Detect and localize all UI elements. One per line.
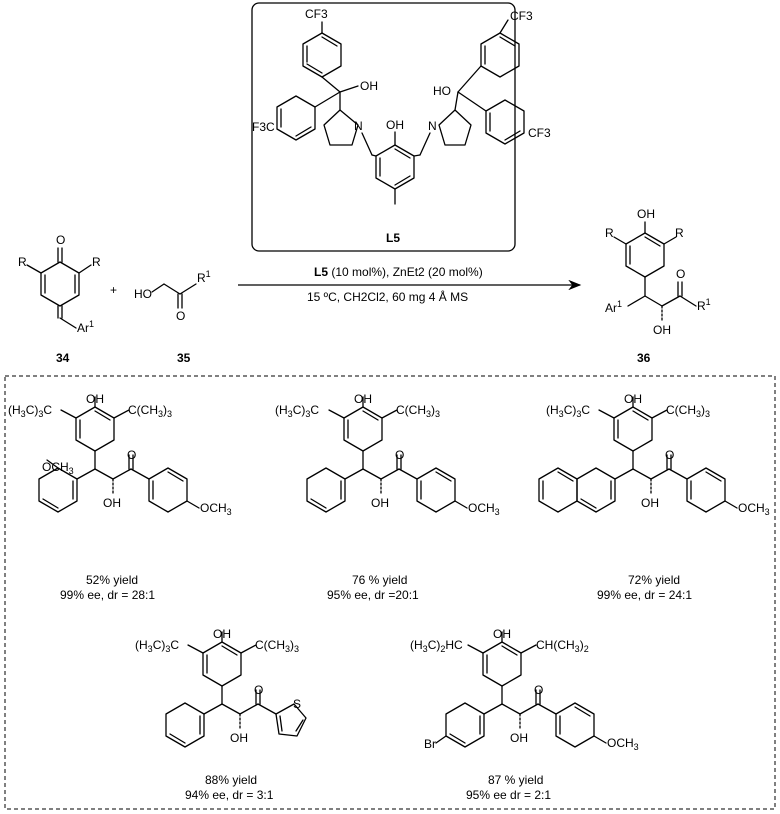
product-2-yield: 76 % yield	[352, 573, 407, 587]
compound-36: OH R R Ar1 OH O R1 36	[605, 207, 711, 365]
product-5-structure	[435, 631, 607, 748]
svg-text:OH: OH	[354, 392, 372, 406]
svg-text:Ar1: Ar1	[77, 319, 94, 335]
svg-text:CH(CH3)2: CH(CH3)2	[536, 638, 589, 654]
svg-text:OH: OH	[230, 731, 248, 745]
product-3-yield: 72% yield	[628, 573, 680, 587]
svg-text:OCH3: OCH3	[738, 501, 770, 517]
compound-34: O R R Ar1 34	[18, 233, 101, 365]
svg-text:Br: Br	[424, 737, 436, 751]
label-34: 34	[56, 351, 70, 365]
svg-text:(H3C)3C: (H3C)3C	[546, 403, 590, 419]
ligand-box: CF3 F3C OH N OH L5 N HO	[251, 2, 551, 252]
product-3-selectivity: 99% ee, dr = 24:1	[597, 588, 692, 602]
svg-text:C(CH3)3: C(CH3)3	[128, 403, 172, 419]
product-1-selectivity: 99% ee, dr = 28:1	[60, 588, 155, 602]
svg-text:OH: OH	[371, 496, 389, 510]
svg-text:(H3C)3C: (H3C)3C	[275, 403, 319, 419]
svg-text:R1: R1	[197, 269, 211, 285]
svg-text:OH: OH	[213, 627, 231, 641]
svg-text:OH: OH	[103, 496, 121, 510]
svg-text:OH: OH	[641, 496, 659, 510]
label-36: 36	[637, 351, 651, 365]
compound-35: HO O R1 35	[134, 269, 211, 365]
svg-text:O: O	[254, 683, 263, 697]
conditions-line-1: L5 (10 mol%), ZnEt2 (20 mol%)	[314, 265, 483, 279]
product-5-yield: 87 % yield	[488, 773, 543, 787]
svg-text:R: R	[18, 255, 27, 269]
ligand-cf3-top-right: CF3	[510, 9, 533, 23]
ligand-n-right: N	[428, 119, 437, 133]
ligand-cf3-left: F3C	[252, 120, 275, 134]
svg-text:OH: OH	[624, 392, 642, 406]
svg-text:HO: HO	[134, 287, 152, 301]
ligand-oh-right: HO	[433, 84, 451, 98]
svg-text:(H3C)3C: (H3C)3C	[135, 638, 179, 654]
svg-text:R: R	[675, 226, 684, 240]
svg-text:OCH3: OCH3	[200, 501, 232, 517]
svg-text:(H3C)2HC: (H3C)2HC	[410, 638, 463, 654]
svg-text:O: O	[127, 448, 136, 462]
svg-text:O: O	[534, 683, 543, 697]
svg-text:OCH3: OCH3	[42, 460, 74, 476]
svg-text:OH: OH	[510, 731, 528, 745]
product-3-structure	[538, 396, 738, 513]
product-1-structure	[38, 396, 200, 513]
svg-text:O: O	[395, 448, 404, 462]
svg-text:O: O	[56, 233, 65, 247]
product-2-selectivity: 95% ee, dr =20:1	[327, 588, 419, 602]
ligand-n-left: N	[354, 119, 363, 133]
svg-text:(H3C)3C: (H3C)3C	[8, 403, 52, 419]
svg-text:OH: OH	[653, 323, 671, 337]
ligand-cf3-right: CF3	[528, 126, 551, 140]
svg-text:OH: OH	[86, 392, 104, 406]
svg-text:OCH3: OCH3	[468, 501, 500, 517]
product-5-selectivity: 95% ee dr = 2:1	[466, 788, 551, 802]
svg-text:C(CH3)3: C(CH3)3	[666, 403, 710, 419]
product-4-structure	[165, 631, 307, 748]
label-35: 35	[177, 351, 191, 365]
svg-text:OH: OH	[637, 207, 655, 221]
svg-text:Ar1: Ar1	[605, 299, 622, 315]
svg-text:C(CH3)3: C(CH3)3	[396, 403, 440, 419]
svg-text:O: O	[665, 448, 674, 462]
product-2-structure	[306, 396, 468, 513]
svg-text:OCH3: OCH3	[607, 736, 639, 752]
ligand-oh-left: OH	[360, 79, 378, 93]
product-1-yield: 52% yield	[86, 573, 138, 587]
svg-text:C(CH3)3: C(CH3)3	[255, 638, 299, 654]
ligand-cf3-top-left: CF3	[305, 7, 328, 21]
ligand-label: L5	[386, 231, 400, 245]
conditions-line-2: 15 ºC, CH2Cl2, 60 mg 4 Å MS	[307, 289, 468, 304]
svg-text:R1: R1	[697, 297, 711, 313]
svg-text:R: R	[605, 226, 614, 240]
product-4-yield: 88% yield	[205, 773, 257, 787]
scope-box	[4, 375, 776, 810]
svg-text:S: S	[293, 697, 301, 711]
ligand-oh-phenol: OH	[386, 118, 404, 132]
svg-text:O: O	[176, 309, 185, 323]
plus-sign: +	[110, 283, 117, 297]
product-4-selectivity: 94% ee, dr = 3:1	[185, 788, 274, 802]
svg-text:OH: OH	[493, 627, 511, 641]
svg-text:O: O	[676, 267, 685, 281]
svg-text:R: R	[92, 255, 101, 269]
